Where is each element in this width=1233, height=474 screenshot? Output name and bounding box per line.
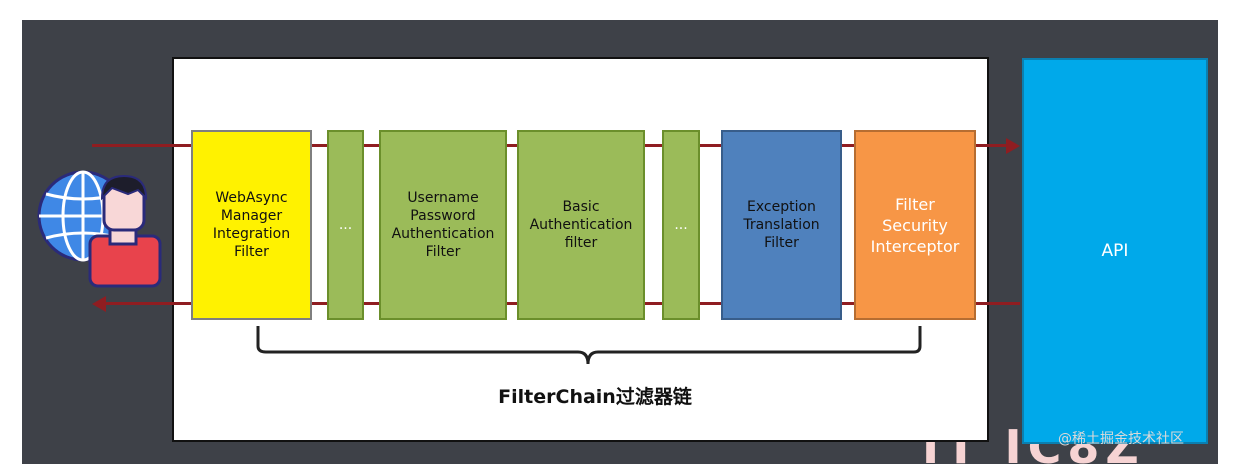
filter-security-interceptor: Filter Security Interceptor [854,130,976,320]
client-user-globe-icon [37,170,162,288]
filter-ellipsis-1: ... [327,130,364,320]
response-arrowhead [92,296,106,312]
request-arrowhead [1006,138,1020,154]
filter-basic-authentication: Basic Authentication filter [517,130,645,320]
api-label: API [1101,241,1129,261]
filter-ellipsis-2: ... [662,130,700,320]
filter-exception-translation: Exception Translation Filter [721,130,842,320]
filter-webasync-manager-integration: WebAsync Manager Integration Filter [191,130,312,320]
filter-chain-label: FilterChain过滤器链 [498,386,692,408]
api-box: API [1022,58,1208,444]
filter-username-password-authentication: Username Password Authentication Filter [379,130,507,320]
filter-chain-bracket [256,326,922,365]
watermark: @稀土掘金技术社区 [1058,431,1184,447]
